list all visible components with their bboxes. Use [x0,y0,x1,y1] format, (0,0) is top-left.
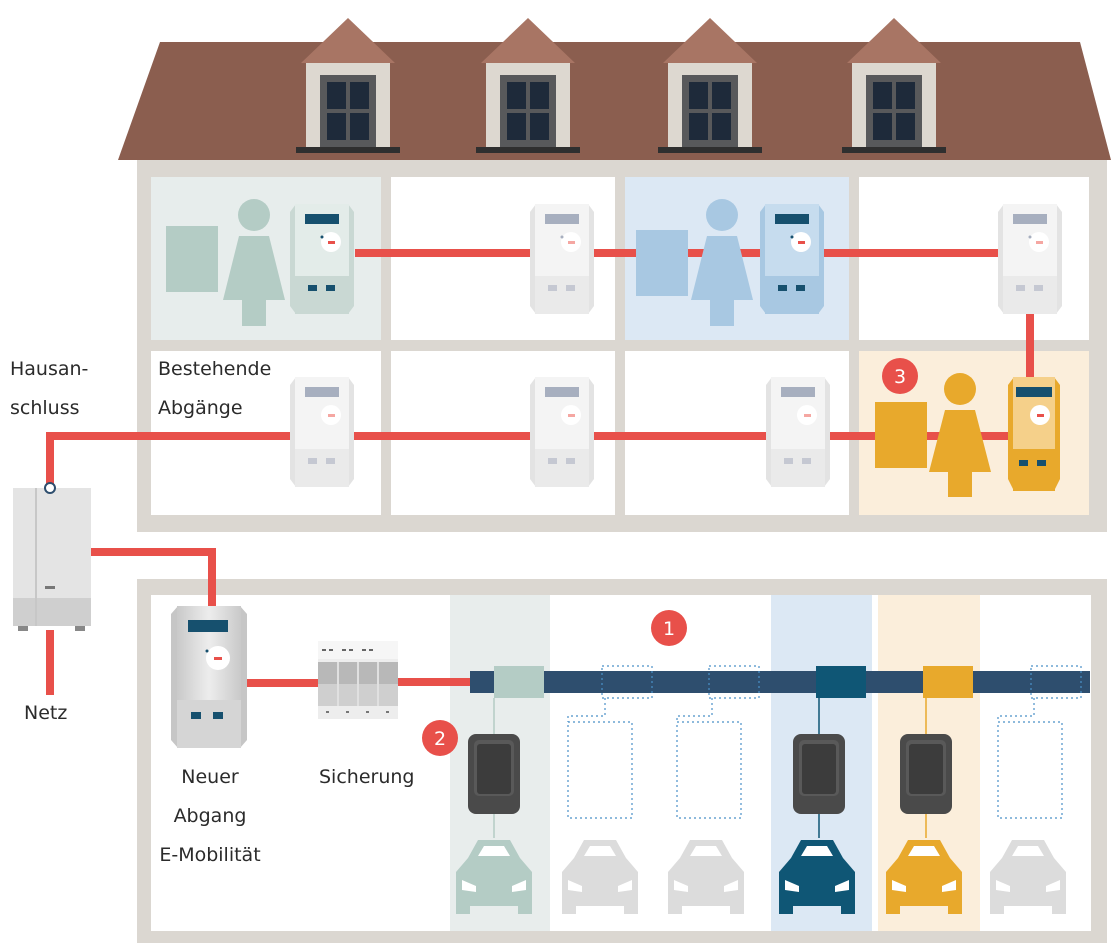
house-connection-cabinet [13,482,91,631]
car-orange [886,840,962,914]
label-bestehende-line2: Abgänge [158,397,243,419]
marker-1: 1 [651,610,687,646]
meter-top-4 [998,204,1062,314]
bus-bar [470,671,1090,693]
dormer-4 [842,18,946,153]
car-grey-2 [668,840,744,914]
wallbox-orange [900,734,952,838]
meter-top-2 [530,204,594,314]
meter-top-1 [290,204,354,314]
meter-bottom-1 [290,377,354,487]
dormer-1 [296,18,400,153]
module-placeholders [567,665,1082,722]
meter-bottom-3 [766,377,830,487]
label-neuer-line2: Abgang [173,805,247,827]
label-hausanschluss-line2: schluss [10,397,80,419]
marker-3: 3 [882,358,918,394]
module-teal [493,666,544,734]
label-neuer-line3: E-Mobilität [159,844,261,866]
resident-teal [166,199,285,326]
module-blue [816,666,866,734]
cable-feed-ev [88,548,216,606]
module-orange [923,666,973,734]
label-neuer-abgang: Neuer Abgang E-Mobilität [148,764,272,869]
label-netz: Netz [24,702,68,724]
meter-bottom-4 [1008,377,1060,491]
label-sicherung: Sicherung [319,766,415,788]
label-bestehende-abgaenge: Bestehende Abgänge [158,356,271,422]
new-ev-meter [171,606,247,748]
dormers [296,18,946,153]
car-blue [779,840,855,914]
wallbox-placeholders [567,721,1063,819]
resident-orange [875,373,991,497]
resident-blue [636,199,753,326]
label-hausanschluss-line1: Hausan- [10,358,89,380]
house-roof [118,42,1111,160]
marker-2: 2 [422,720,458,756]
car-teal [456,840,532,914]
dormer-2 [476,18,580,153]
svg-text:1: 1 [663,618,675,640]
label-hausanschluss: Hausan- schluss [10,356,88,422]
meter-top-3 [760,204,824,314]
svg-text:2: 2 [434,728,446,750]
car-grey-3 [990,840,1066,914]
meter-bottom-2 [530,377,594,487]
svg-text:3: 3 [894,366,906,388]
wallbox-blue [793,734,845,838]
label-neuer-line1: Neuer [181,766,239,788]
car-grey-1 [562,840,638,914]
dormer-3 [658,18,762,153]
fuse-box [318,641,398,719]
wallbox-teal [468,734,520,838]
label-bestehende-line1: Bestehende [158,358,272,380]
cable-lower-floor [46,432,1030,487]
